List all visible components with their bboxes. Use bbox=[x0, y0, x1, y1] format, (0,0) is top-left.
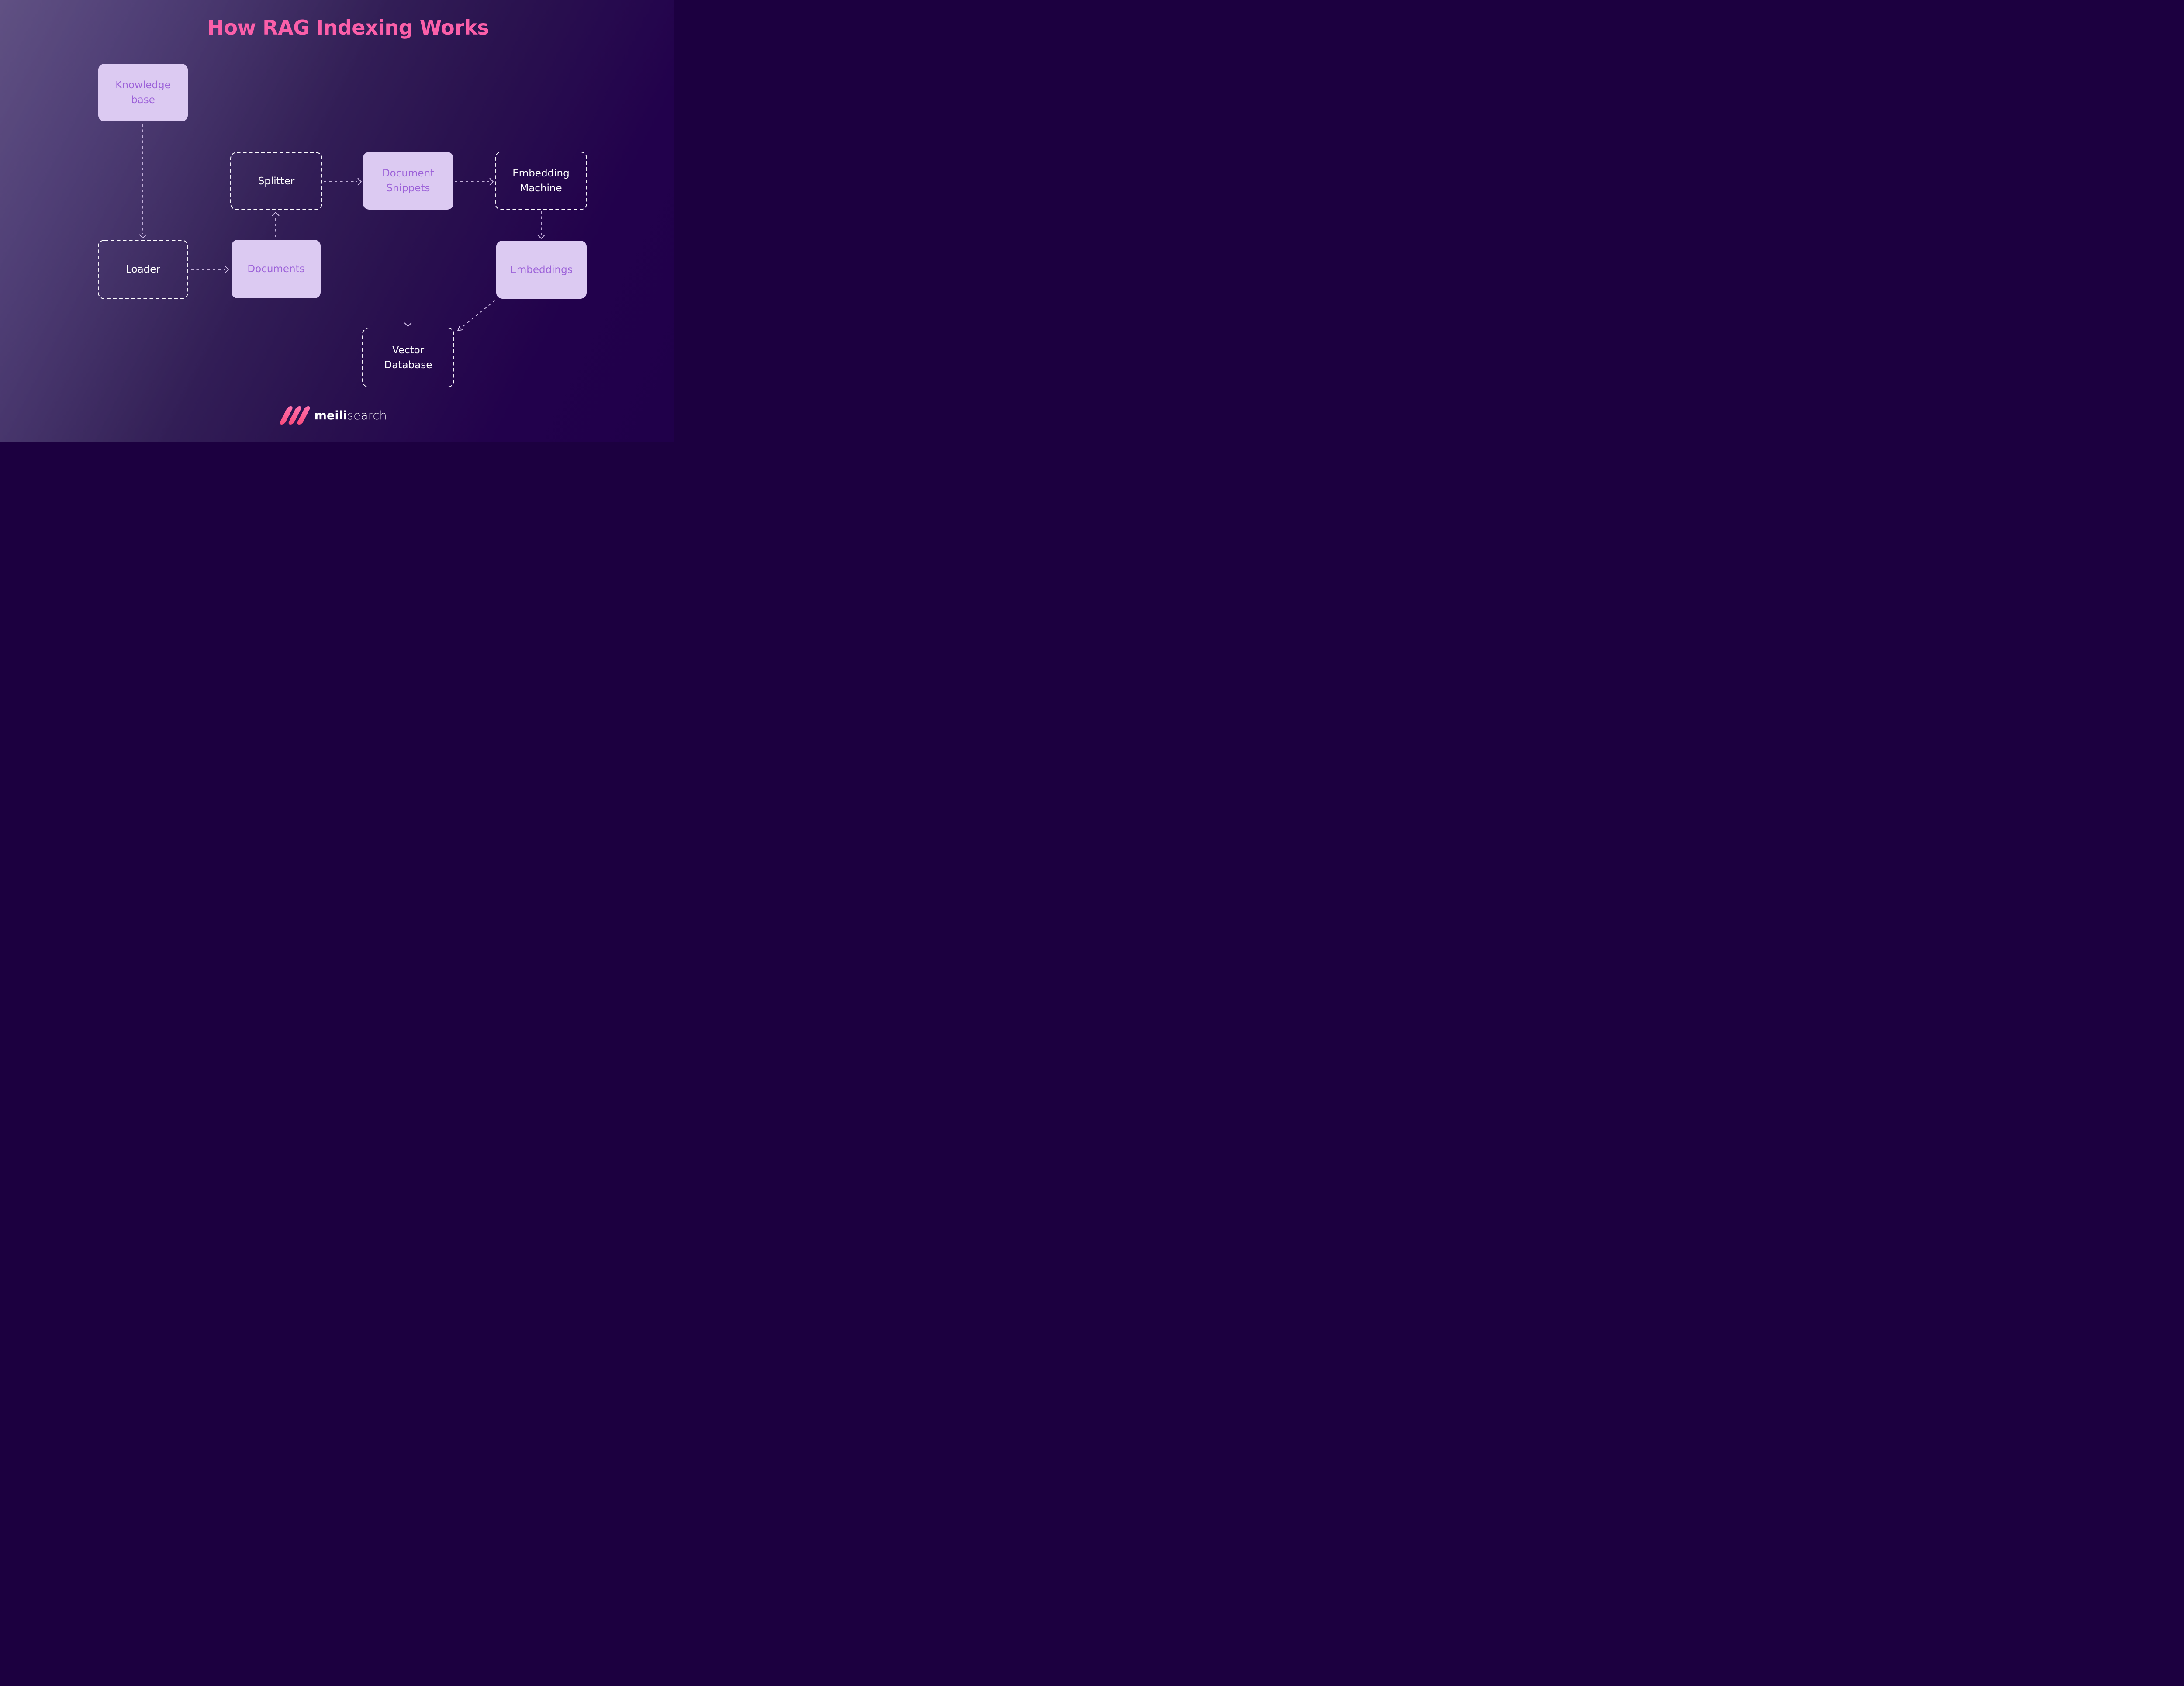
node-label: Vector Database bbox=[384, 344, 432, 371]
page-title: How RAG Indexing Works bbox=[207, 16, 489, 39]
node-label: Embeddings bbox=[510, 264, 573, 276]
meilisearch-logo: meilisearch bbox=[279, 406, 387, 425]
node-document-snippets: Document Snippets bbox=[363, 152, 453, 210]
node-label: Embedding Machine bbox=[512, 168, 570, 194]
arrow-splitter-to-document-snippets bbox=[324, 178, 362, 186]
node-embeddings: Embeddings bbox=[496, 241, 587, 299]
arrow-loader-to-documents bbox=[191, 266, 229, 273]
arrow-document-snippets-to-embedding-machine bbox=[455, 178, 494, 186]
arrow-embeddings-to-vector-database bbox=[457, 300, 495, 331]
arrow-documents-to-splitter bbox=[272, 212, 280, 237]
node-knowledge-base: Knowledge base bbox=[98, 64, 188, 121]
arrow-document-snippets-to-vector-database bbox=[404, 211, 412, 327]
node-label: Splitter bbox=[258, 175, 295, 187]
node-vector-database: Vector Database bbox=[363, 328, 454, 387]
arrow-knowledge-base-to-loader bbox=[139, 124, 147, 238]
wordmark-bold: meili bbox=[314, 408, 347, 422]
node-label: Documents bbox=[247, 263, 305, 275]
meilisearch-wordmark: meilisearch bbox=[314, 409, 387, 422]
node-splitter: Splitter bbox=[231, 152, 322, 210]
node-label: Loader bbox=[126, 264, 160, 275]
node-embedding-machine: Embedding Machine bbox=[495, 152, 587, 210]
node-label: Document Snippets bbox=[382, 168, 435, 194]
meilisearch-triple-stripe-icon bbox=[279, 406, 311, 425]
node-documents: Documents bbox=[232, 240, 321, 298]
wordmark-light: search bbox=[347, 408, 387, 422]
node-loader: Loader bbox=[98, 240, 188, 299]
node-label: Knowledge base bbox=[115, 79, 171, 106]
arrow-embedding-machine-to-embeddings bbox=[537, 211, 545, 239]
rag-indexing-diagram: How RAG Indexing Works bbox=[0, 0, 674, 442]
